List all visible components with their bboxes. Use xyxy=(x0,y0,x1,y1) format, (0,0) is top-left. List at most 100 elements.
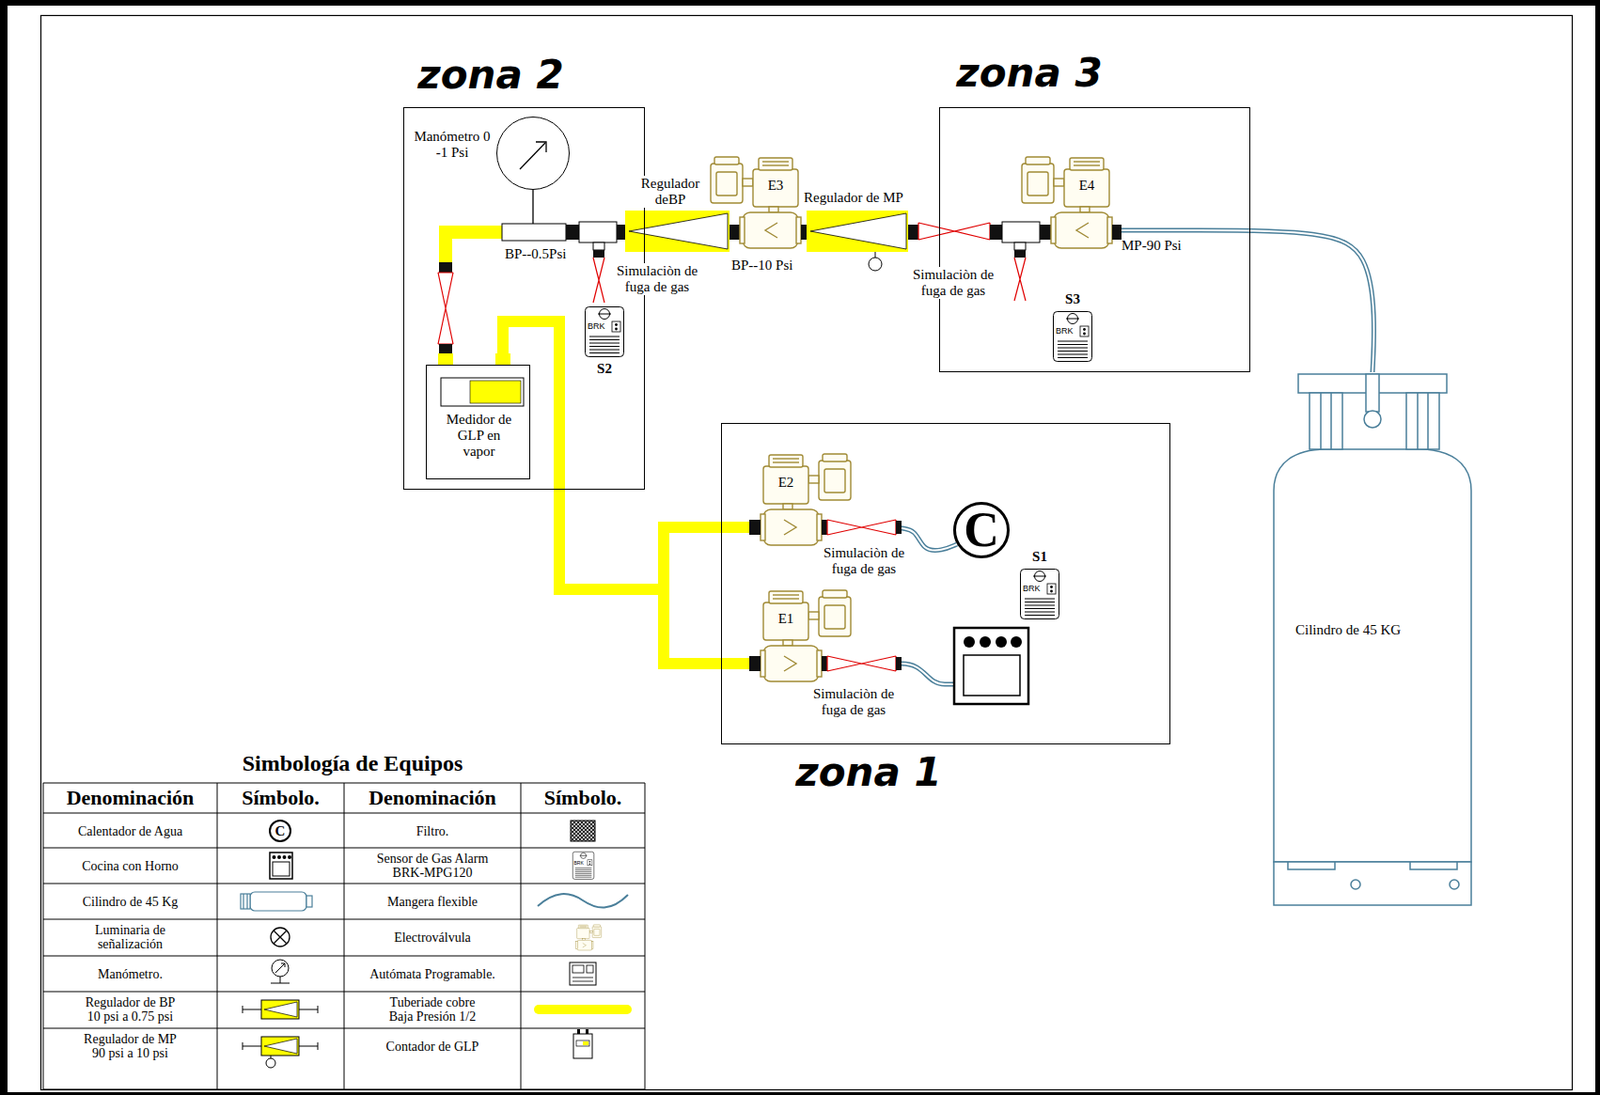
legend-symbols xyxy=(243,894,248,910)
node-label: S1 xyxy=(1032,549,1048,565)
zone1-appliances xyxy=(1020,569,1060,620)
node-label: E3 xyxy=(752,177,799,194)
legend-table xyxy=(43,783,645,1090)
gas-cylinder-drawing xyxy=(1273,449,1472,863)
legend-text: Autómata Programable. xyxy=(369,967,496,982)
gas-cylinder-drawing xyxy=(1449,879,1459,890)
legend-text: Filtro. xyxy=(416,824,450,839)
upper-line-fittings xyxy=(800,224,807,240)
legend-symbols xyxy=(576,1040,590,1047)
zone1-appliances xyxy=(821,519,828,535)
legend-cell: Electroválvula xyxy=(344,919,521,956)
node-label: Manómetro 0 -1 Psi xyxy=(409,128,495,161)
table-heading: Denominación xyxy=(344,783,521,814)
zone2-piping xyxy=(519,142,546,170)
legend-cell: Cilindro de 45 Kg xyxy=(43,883,218,920)
zone1-appliances xyxy=(901,663,955,685)
gas-cylinder-drawing xyxy=(1309,392,1343,450)
legend-symbols xyxy=(261,1000,299,1020)
upper-line-fittings xyxy=(918,222,990,240)
zone2-piping xyxy=(438,353,454,365)
legend-text: Cocina con Horno xyxy=(81,859,179,874)
solenoid-valve: E4 xyxy=(1050,154,1113,251)
legend-text: Calentador de Agua xyxy=(78,824,183,839)
callout-label: Simulaciòn de fuga de gas xyxy=(816,545,911,578)
legend-cell: Tuberiade cobre Baja Presión 1/2 xyxy=(344,991,521,1028)
legend-symbols xyxy=(269,820,291,842)
legend-symbols xyxy=(282,855,287,860)
legend-symbols xyxy=(270,927,290,947)
upper-line-fittings xyxy=(710,156,801,249)
zone-box: zona 2Manómetro 0 -1 PsiMedidor de GLP e… xyxy=(403,107,645,490)
gas-cylinder-drawing xyxy=(1273,862,1472,906)
gas-meter: Medidor de GLP en vapor xyxy=(425,364,531,480)
sheet-frame xyxy=(0,1092,1600,1095)
upper-line-fittings xyxy=(868,257,882,271)
zone1-appliances xyxy=(827,519,896,535)
gas-cylinder-drawing xyxy=(1350,879,1361,890)
legend-cell: Contador de GLP xyxy=(344,1028,521,1065)
zone2-piping xyxy=(436,141,740,407)
legend-cell: Regulador de BP 10 psi a 0.75 psi xyxy=(43,991,218,1028)
legend-symbols xyxy=(572,851,595,879)
zone2-piping xyxy=(593,242,605,251)
legend-text: Tuberiade cobre Baja Presión 1/2 xyxy=(379,995,486,1024)
upper-line-fittings xyxy=(1012,257,1028,301)
legend-cell: Autómata Programable. xyxy=(344,956,521,992)
legend-symbols xyxy=(586,965,594,973)
upper-line-fittings xyxy=(1014,242,1026,251)
callout-label: MP-90 Psi xyxy=(1121,237,1182,254)
pressure-gauge: Manómetro 0 -1 Psi xyxy=(496,116,570,190)
zone1-appliances xyxy=(749,454,1060,705)
upper-line-fittings xyxy=(908,224,919,240)
zone1-appliances xyxy=(963,636,975,648)
zone1-appliances xyxy=(827,519,896,535)
node-label: E2 xyxy=(763,474,809,491)
zone2-piping xyxy=(535,141,547,153)
zone-title: zona 1 xyxy=(795,749,942,797)
zone-title: zona 2 xyxy=(417,51,564,99)
legend-symbols xyxy=(537,894,628,908)
upper-line-fittings xyxy=(1014,257,1026,301)
upper-line-fittings xyxy=(810,213,907,250)
gas-cylinder: Cilindro de 45 KG xyxy=(1273,372,1472,906)
legend-symbols xyxy=(572,965,584,973)
legend-symbols xyxy=(264,1038,298,1054)
sheet-frame xyxy=(0,0,1600,6)
callout-label: BP--10 Psi xyxy=(731,257,793,274)
zone1-appliances xyxy=(895,520,902,534)
legend-swatch xyxy=(533,1004,632,1015)
legend-symbols xyxy=(272,855,277,860)
zone1-appliances xyxy=(895,657,902,671)
legend-symbols xyxy=(240,820,628,1068)
legend-symbols xyxy=(269,852,293,879)
water-heater: C xyxy=(953,501,1010,559)
solenoid-valve: E3 xyxy=(739,154,801,251)
zone-box: zona 1E2CS1E1 xyxy=(721,423,1171,745)
sheet-frame xyxy=(0,0,8,1095)
upper-line-fittings xyxy=(1002,221,1040,243)
table-heading: Denominación xyxy=(43,783,218,814)
node-label: S2 xyxy=(596,360,612,377)
legend-symbols xyxy=(270,976,290,984)
node-label: E1 xyxy=(763,611,809,628)
upper-line-fittings xyxy=(1112,224,1122,240)
table-heading: Símbolo. xyxy=(217,783,345,814)
zone2-piping xyxy=(593,257,605,303)
zone1-appliances xyxy=(749,519,761,535)
zone1-appliances xyxy=(901,663,955,685)
upper-line-fittings xyxy=(1039,224,1051,240)
zone1-appliances xyxy=(979,636,991,648)
legend-symbols xyxy=(266,1058,276,1068)
callout-label: Simulaciòn de fuga de gas xyxy=(904,266,1003,299)
legend-symbols xyxy=(275,963,285,973)
gas-cylinder-drawing xyxy=(1365,374,1380,412)
table-heading: Símbolo. xyxy=(520,783,645,814)
callout-label: Regulador de MP xyxy=(803,189,904,206)
legend-symbols xyxy=(585,1029,589,1035)
legend-symbols xyxy=(272,862,290,877)
zone-title: zona 3 xyxy=(956,49,1102,97)
node-label: C xyxy=(963,505,1000,555)
legend-text: Electroválvula xyxy=(393,930,471,945)
